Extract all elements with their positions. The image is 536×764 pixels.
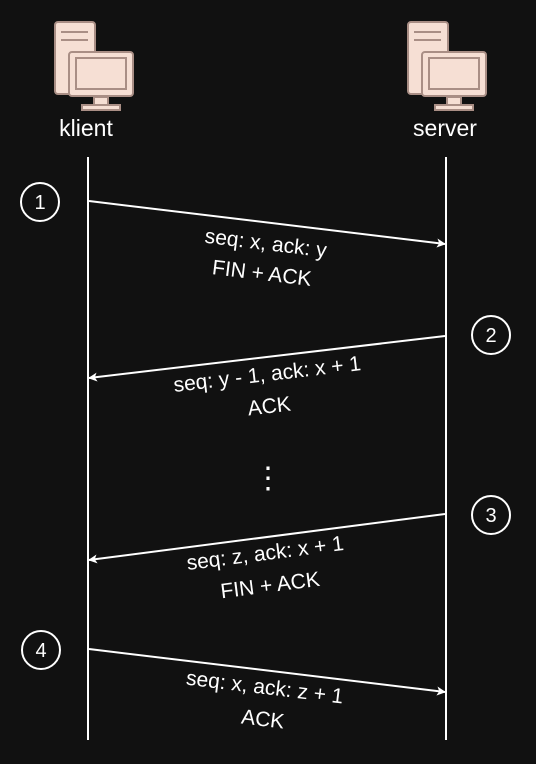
step-3-line2: FIN + ACK <box>219 568 321 603</box>
step-3-arrow <box>88 513 446 564</box>
server-label: server <box>413 115 477 141</box>
step-4-arrow <box>88 648 446 696</box>
step-4-badge <box>21 630 61 670</box>
step-3-badge <box>471 495 511 535</box>
step-2-line2: ACK <box>246 393 292 421</box>
step-4: 4 seq: x, ack: z + 1 ACK <box>21 630 446 734</box>
ellipsis-text: ⋮ <box>253 462 283 495</box>
client-label: klient <box>59 115 113 141</box>
step-4-line2: ACK <box>240 706 286 734</box>
step-2-number: 2 <box>485 325 496 347</box>
step-3-number: 3 <box>485 505 496 527</box>
step-1-number: 1 <box>34 192 45 214</box>
step-1-arrow <box>88 200 446 248</box>
step-1: 1 seq: x, ack: y FIN + ACK <box>20 182 446 291</box>
client-computer-icon <box>54 21 134 111</box>
step-3-line1: seq: z, ack: x + 1 <box>185 532 345 575</box>
step-4-number: 4 <box>35 640 46 662</box>
step-2-line1: seq: y - 1, ack: x + 1 <box>172 352 362 397</box>
step-2-arrow <box>88 335 446 382</box>
step-4-line1: seq: x, ack: z + 1 <box>185 667 345 709</box>
server-computer-icon <box>407 21 487 111</box>
step-1-line2: FIN + ACK <box>211 256 313 291</box>
step-1-badge <box>20 182 60 222</box>
step-2-badge <box>471 315 511 355</box>
